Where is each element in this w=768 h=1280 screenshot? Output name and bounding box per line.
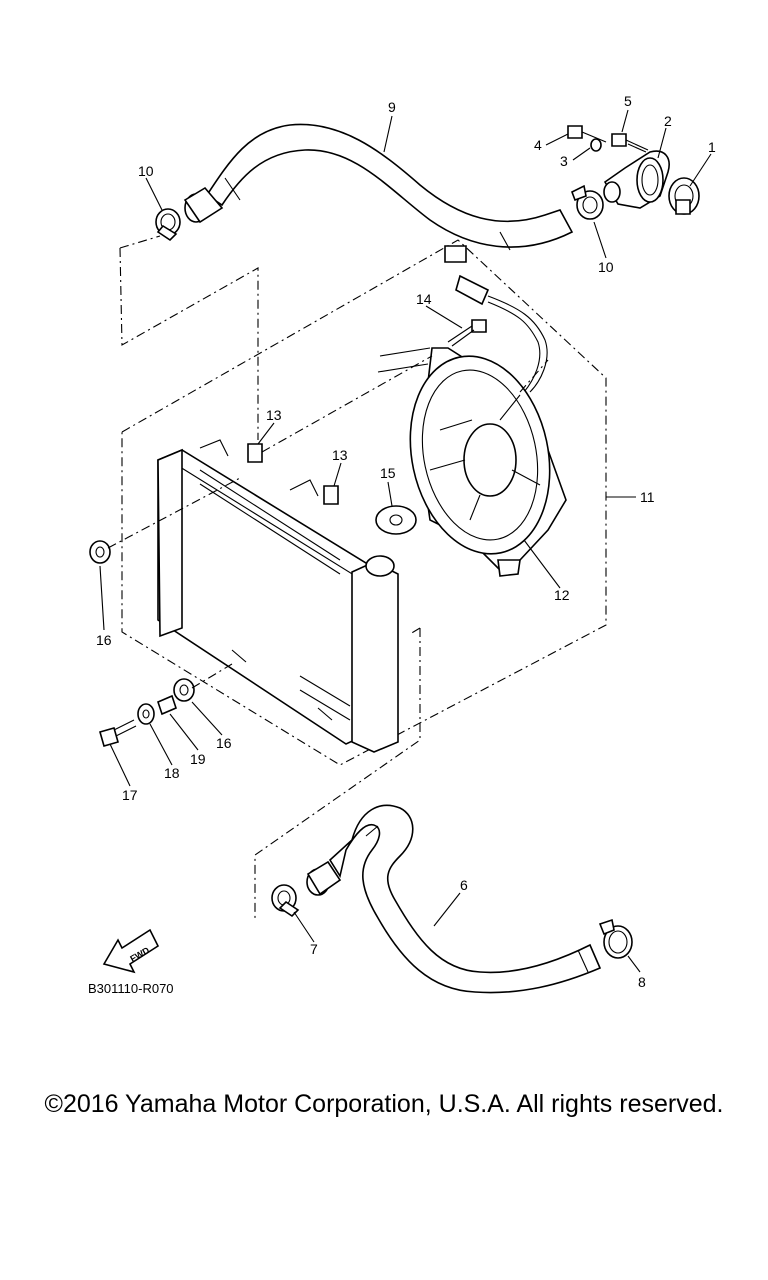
callout-label: 5 bbox=[624, 93, 632, 109]
radiator-exploded-diagram: FWD 1 2 3 4 5 6 7 8 9 10 1 bbox=[88, 93, 716, 996]
callout-label: 1 bbox=[708, 139, 716, 155]
housing-bolt-upper bbox=[611, 133, 649, 153]
diagram-code: B301110-R070 bbox=[88, 981, 174, 996]
hose-clamp-right bbox=[570, 184, 604, 220]
copyright-notice: ©2016 Yamaha Motor Corporation, U.S.A. A… bbox=[44, 1090, 724, 1118]
callout-label: 9 bbox=[388, 99, 396, 115]
callout-label: 7 bbox=[310, 941, 318, 957]
mounting-washer bbox=[137, 703, 155, 725]
callout-leaders bbox=[99, 109, 712, 973]
callout-labels: 1 2 3 4 5 6 7 8 9 10 10 11 12 13 13 14 1… bbox=[96, 93, 716, 990]
mounting-bolt bbox=[99, 719, 137, 747]
hose-clamp-lower-right bbox=[598, 918, 633, 959]
hose-clamp-left bbox=[155, 208, 181, 242]
callout-label: 14 bbox=[416, 291, 432, 307]
grommet-upper bbox=[89, 540, 111, 564]
fwd-arrow-icon: FWD bbox=[102, 928, 160, 974]
nut-clip-upper bbox=[247, 443, 263, 463]
radiator-cap bbox=[365, 505, 417, 577]
callout-label: 12 bbox=[554, 587, 570, 603]
fan-harness bbox=[444, 245, 548, 393]
mounting-grommet-lower bbox=[173, 678, 195, 702]
hose-clamp-lower-left bbox=[271, 884, 300, 918]
callout-label: 16 bbox=[96, 632, 112, 648]
callout-label: 6 bbox=[460, 877, 468, 893]
callout-label: 2 bbox=[664, 113, 672, 129]
callout-label: 13 bbox=[332, 447, 348, 463]
callout-label: 11 bbox=[640, 489, 655, 505]
callout-label: 8 bbox=[638, 974, 646, 990]
callout-label: 10 bbox=[138, 163, 154, 179]
housing-bolt-lower bbox=[567, 125, 607, 152]
callout-label: 4 bbox=[534, 137, 542, 153]
upper-hose bbox=[183, 123, 574, 251]
assembly-boundary bbox=[121, 239, 607, 766]
fan-bolt bbox=[447, 319, 487, 347]
nut-clip-lower bbox=[323, 485, 339, 505]
callout-label: 16 bbox=[216, 735, 232, 751]
callout-label: 10 bbox=[598, 259, 614, 275]
lower-leader-box bbox=[254, 627, 421, 918]
callout-label: 13 bbox=[266, 407, 282, 423]
thermostat-housing bbox=[603, 150, 670, 209]
cooling-fan bbox=[377, 347, 567, 577]
callout-label: 19 bbox=[190, 751, 206, 767]
callout-label: 15 bbox=[380, 465, 396, 481]
radiator bbox=[157, 439, 399, 753]
hose-leader-box bbox=[119, 235, 259, 440]
lower-hose bbox=[306, 804, 602, 994]
callout-label: 18 bbox=[164, 765, 180, 781]
callout-label: 3 bbox=[560, 153, 568, 169]
thermostat bbox=[668, 177, 700, 215]
callout-label: 17 bbox=[122, 787, 138, 803]
mounting-collar bbox=[157, 694, 177, 716]
